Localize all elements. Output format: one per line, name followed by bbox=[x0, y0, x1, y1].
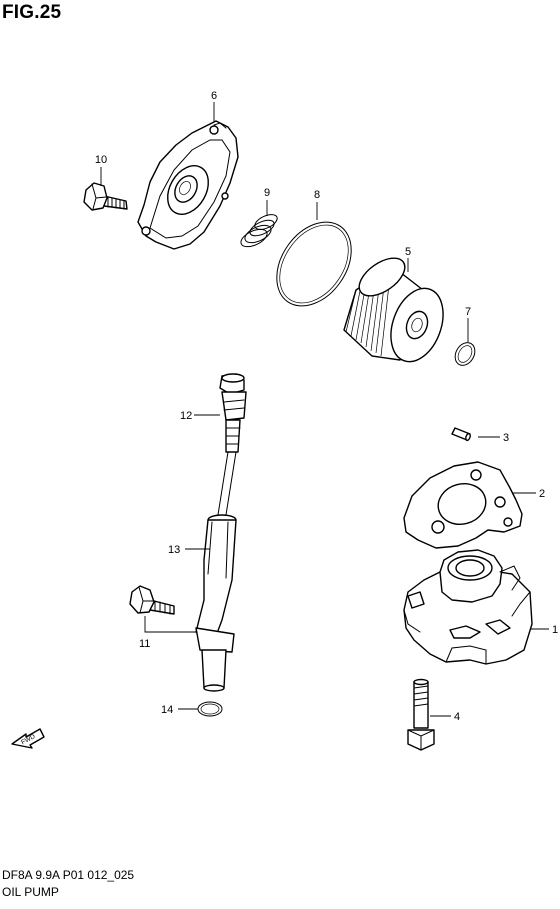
small-o-ring-part[interactable] bbox=[451, 339, 479, 369]
dipstick-guide-part[interactable] bbox=[195, 514, 237, 692]
callout-12: 12 bbox=[180, 410, 192, 422]
gasket-part[interactable] bbox=[403, 461, 523, 549]
figure-title: FIG.25 bbox=[2, 2, 62, 23]
callout-10: 10 bbox=[95, 154, 107, 166]
cover-bolt-part[interactable] bbox=[83, 182, 128, 211]
pin-part[interactable] bbox=[451, 427, 471, 442]
callout-3: 3 bbox=[503, 432, 509, 444]
large-o-ring-part[interactable] bbox=[261, 208, 366, 320]
callout-1: 1 bbox=[552, 624, 558, 636]
gauge-bolt-part[interactable] bbox=[129, 585, 175, 615]
callout-6: 6 bbox=[211, 90, 217, 102]
figure-name: OIL PUMP bbox=[2, 885, 59, 899]
callout-labels: 6 10 9 8 5 7 3 2 1 4 12 13 11 14 bbox=[95, 90, 558, 723]
callout-11: 11 bbox=[139, 638, 150, 650]
pump-bolt-part[interactable] bbox=[407, 678, 435, 751]
filter-cover-part[interactable] bbox=[137, 120, 239, 250]
callout-13: 13 bbox=[168, 544, 180, 556]
dipstick-part[interactable] bbox=[213, 373, 247, 541]
leader-lines bbox=[100, 102, 549, 717]
callout-5: 5 bbox=[405, 246, 411, 258]
oil-filter-part[interactable] bbox=[343, 251, 453, 369]
pump-body-part[interactable] bbox=[403, 549, 533, 665]
spring-part[interactable] bbox=[238, 211, 279, 250]
callout-14: 14 bbox=[161, 704, 173, 716]
callout-8: 8 bbox=[314, 189, 320, 201]
callout-9: 9 bbox=[264, 187, 270, 199]
callout-2: 2 bbox=[539, 488, 545, 500]
figure-code: DF8A 9.9A P01 012_025 bbox=[2, 868, 135, 882]
callout-4: 4 bbox=[454, 711, 460, 723]
callout-7: 7 bbox=[465, 306, 471, 318]
fwd-arrow-icon: FWD bbox=[11, 728, 45, 749]
guide-o-ring-part[interactable] bbox=[197, 701, 223, 717]
